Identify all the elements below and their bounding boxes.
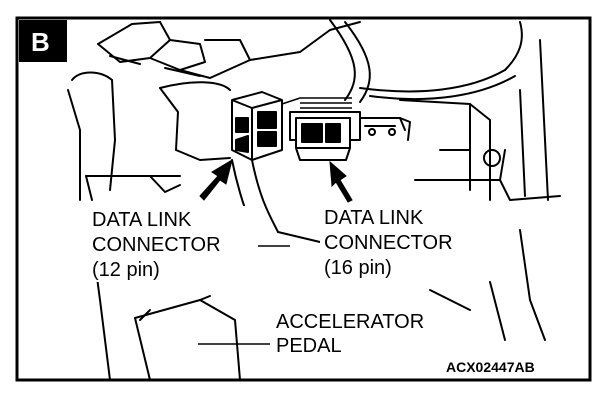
harness-wires — [281, 97, 352, 109]
label-dlc-16-line-2: CONNECTOR — [324, 232, 453, 254]
label-bg-12 — [88, 206, 258, 282]
dashboard-line-art — [67, 19, 561, 381]
label-dlc-12-line-3: (12 pin) — [92, 259, 160, 281]
figure-code: ACX02447AB — [446, 359, 535, 375]
connector-16-pin — [295, 117, 351, 161]
label-pedal-line-1: ACCELERATOR — [276, 311, 424, 333]
connector-12-pin — [231, 91, 283, 161]
label-bg-code — [440, 356, 588, 378]
arrow-16-pin — [329, 160, 353, 203]
border — [15, 16, 592, 382]
section-badge-letter: B — [31, 27, 50, 57]
arrow-12-pin — [199, 158, 233, 201]
section-badge — [19, 20, 67, 62]
label-dlc-12-line-1: DATA LINK — [92, 209, 192, 231]
label-bg-pedal — [272, 306, 442, 358]
label-dlc-12-line-2: CONNECTOR — [92, 234, 221, 256]
label-dlc-16-line-1: DATA LINK — [324, 207, 424, 229]
label-pedal-line-2: PEDAL — [276, 335, 342, 357]
label-bg-16 — [320, 204, 490, 280]
label-dlc-16-line-3: (16 pin) — [324, 257, 392, 279]
